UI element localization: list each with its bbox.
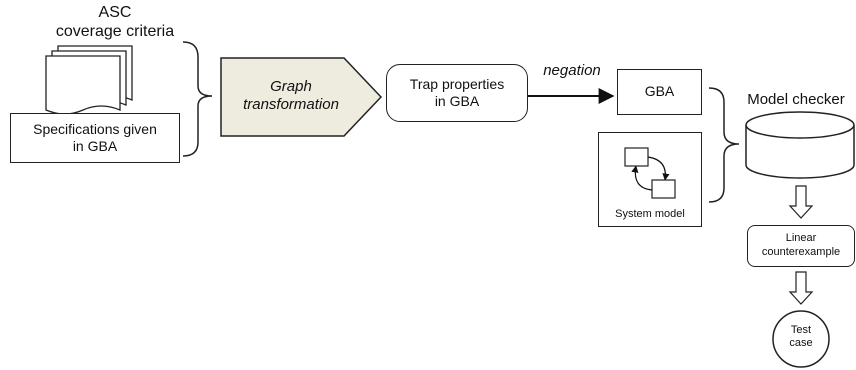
- system-model-diagram-icon: [624, 147, 676, 199]
- test-case-line2: case: [789, 337, 813, 350]
- criteria-line1: ASC: [98, 4, 132, 21]
- counterexample-line2: counterexample: [761, 246, 841, 258]
- coverage-criteria-label: ASC coverage criteria: [20, 3, 210, 41]
- left-brace: [182, 41, 213, 157]
- trap-line2: in GBA: [434, 93, 480, 109]
- negation-label: negation: [543, 62, 601, 79]
- test-case-line1: Test: [790, 324, 812, 336]
- test-case-circle: [772, 310, 830, 368]
- system-model-label: System model: [615, 208, 685, 221]
- gba-box: GBA: [617, 69, 702, 115]
- specs-line2: in GBA: [72, 138, 118, 154]
- down-arrow-1: [788, 185, 814, 219]
- trap-properties-box: Trap properties in GBA: [386, 64, 528, 122]
- criteria-line2: coverage criteria: [55, 23, 175, 41]
- model-checker-cylinder: [745, 111, 855, 179]
- document-stack-icon: [45, 45, 133, 115]
- test-case-label: Test case: [773, 324, 829, 350]
- transform-line2: transformation: [243, 96, 339, 113]
- graph-transformation-label: Graph transformation: [221, 78, 361, 114]
- system-model-box: System model: [598, 132, 702, 227]
- transform-line1: Graph: [270, 78, 312, 95]
- specs-line1: Specifications given: [33, 120, 157, 137]
- down-arrow-2: [788, 271, 814, 305]
- trap-line1: Trap properties: [409, 75, 505, 92]
- specifications-box: Specifications given in GBA: [10, 113, 180, 163]
- counterexample-box: Linear counterexample: [747, 225, 855, 267]
- counterexample-line1: Linear: [785, 232, 817, 245]
- gba-label: GBA: [644, 83, 675, 100]
- right-brace: [708, 87, 740, 203]
- model-checker-label: Model checker: [747, 91, 845, 108]
- graph-transformation-shape: [220, 57, 383, 137]
